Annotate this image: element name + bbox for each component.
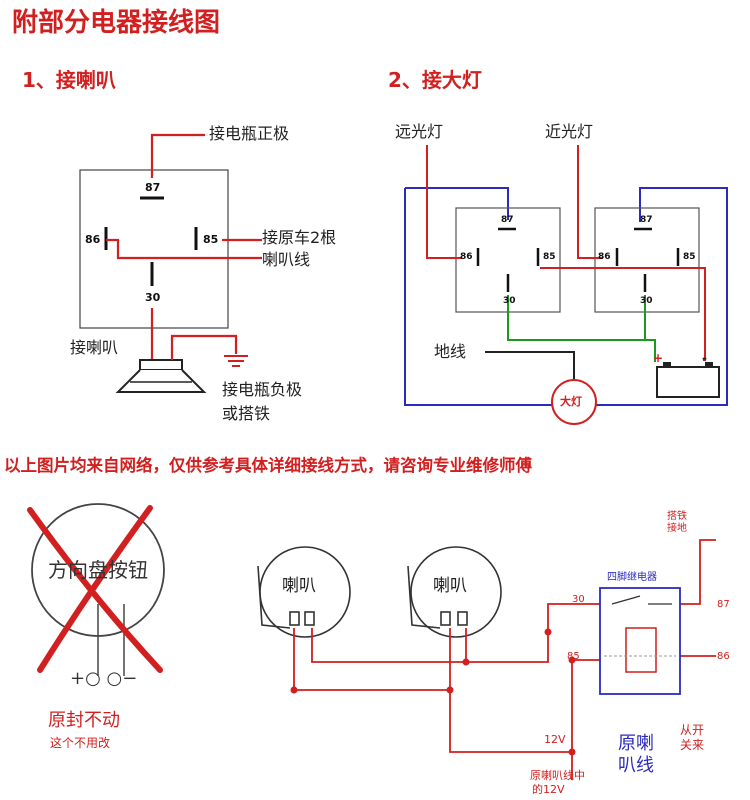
steering-terminals: +○ ○− bbox=[70, 668, 138, 689]
bottom-note-line2: 的12V bbox=[532, 783, 565, 796]
disclaimer-notice: 以上图片均来自网络，仅供参考具体详细接线方式，请咨询专业维修师傅 bbox=[4, 456, 532, 475]
relay-left-pin-30: 30 bbox=[503, 296, 516, 306]
ground-top-line2: 接地 bbox=[667, 523, 687, 534]
bottom-note-line1: 原喇叭线中 bbox=[530, 769, 585, 782]
battery-minus: - bbox=[702, 351, 707, 365]
label-original-line2: 喇叭线 bbox=[262, 250, 311, 269]
wire-blue-loop bbox=[404, 187, 728, 406]
wire-green bbox=[507, 295, 656, 362]
horn-relay-box bbox=[79, 169, 229, 329]
relay-right-pin-86: 86 bbox=[598, 252, 611, 262]
relay-left-pin-85: 85 bbox=[543, 252, 556, 262]
horn-left-icon bbox=[257, 546, 351, 638]
relay-pin-30: 30 bbox=[572, 594, 585, 605]
ground-icon bbox=[224, 355, 248, 367]
label-battery-positive: 接电瓶正极 bbox=[209, 124, 290, 143]
four-pin-relay-box bbox=[599, 587, 681, 695]
label-ground-wire: 地线 bbox=[434, 342, 467, 361]
battery-plus: + bbox=[653, 351, 664, 365]
ground-top-line1: 搭铁 bbox=[667, 511, 687, 522]
wire-red-high bbox=[426, 145, 462, 259]
wire-red-low bbox=[577, 145, 603, 259]
label-headlight: 大灯 bbox=[560, 395, 582, 408]
orig-horn-line1: 原喇 bbox=[618, 733, 654, 754]
relay-title: 四脚继电器 bbox=[607, 572, 657, 583]
wire-red-85 bbox=[540, 267, 706, 361]
horn-left-label: 喇叭 bbox=[282, 576, 316, 596]
speaker-cone bbox=[115, 369, 207, 393]
relay-right-pin-30: 30 bbox=[640, 296, 653, 306]
wire-ground bbox=[170, 334, 238, 360]
relay-pin-87: 87 bbox=[717, 599, 730, 610]
relay-pin-86: 86 bbox=[717, 651, 730, 662]
relay-pin-85: 85 bbox=[567, 651, 580, 662]
orig-horn-line2: 叭线 bbox=[618, 755, 654, 776]
label-low-beam: 近光灯 bbox=[545, 122, 594, 141]
label-ground2: 或搭铁 bbox=[222, 404, 271, 423]
pin-85-label: 85 bbox=[203, 233, 219, 246]
original-unchanged: 原封不动 bbox=[48, 710, 120, 731]
wire-86 bbox=[106, 238, 262, 260]
relay-right-pin-87: 87 bbox=[640, 215, 653, 225]
steering-button-label: 方向盘按钮 bbox=[48, 558, 148, 582]
voltage-label: 12V bbox=[544, 733, 566, 746]
relay-left-pin-86: 86 bbox=[460, 252, 473, 262]
switch-line1: 从开 bbox=[680, 723, 705, 737]
cross-mark-icon bbox=[27, 507, 163, 673]
pin-86-label: 86 bbox=[85, 233, 101, 246]
pin-30-label: 30 bbox=[145, 291, 161, 304]
label-ground1: 接电瓶负极 bbox=[222, 380, 303, 399]
wire-87-battery bbox=[150, 133, 205, 178]
horn-right-icon bbox=[407, 546, 502, 638]
pin-87-label: 87 bbox=[145, 181, 161, 194]
label-original-line1: 接原车2根 bbox=[262, 228, 337, 247]
battery-icon bbox=[656, 366, 720, 398]
relay-left-pin-87: 87 bbox=[501, 215, 514, 225]
relay-right-box bbox=[594, 207, 700, 313]
horn-right-label: 喇叭 bbox=[433, 576, 467, 596]
headlight-icon bbox=[551, 379, 597, 425]
page-title: 附部分电器接线图 bbox=[12, 8, 221, 38]
relay-right-pin-85: 85 bbox=[683, 252, 696, 262]
wire-ground-dark bbox=[485, 351, 575, 380]
section2-heading: 2、接大灯 bbox=[388, 68, 482, 92]
label-horn: 接喇叭 bbox=[70, 338, 119, 357]
label-high-beam: 远光灯 bbox=[395, 122, 444, 141]
section1-heading: 1、接喇叭 bbox=[22, 68, 116, 92]
original-unchanged-note: 这个不用改 bbox=[50, 736, 111, 750]
switch-line2: 关来 bbox=[680, 738, 705, 752]
